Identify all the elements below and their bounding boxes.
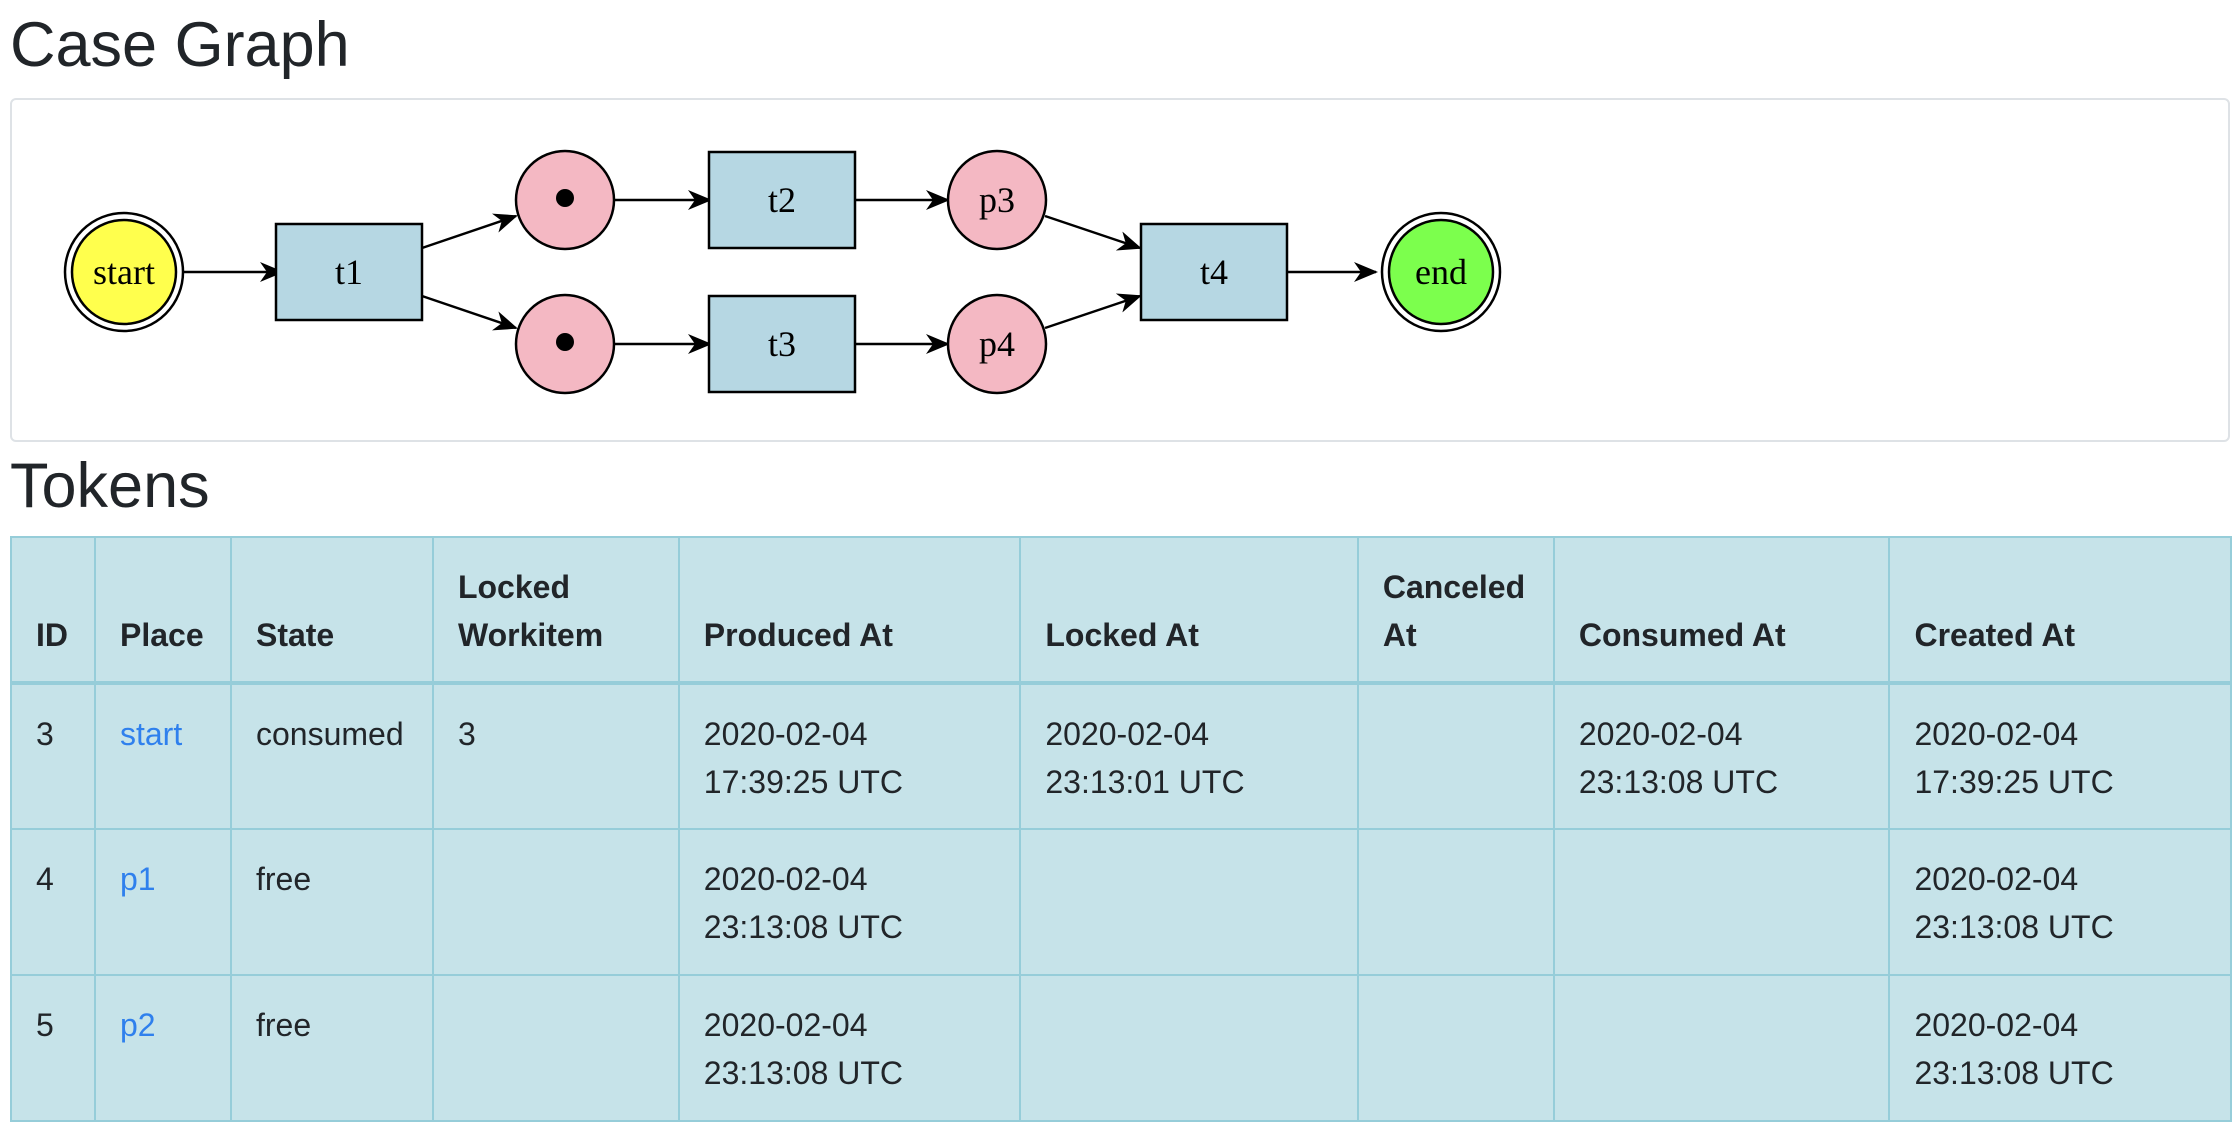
- cell-line: 2020-02-04: [703, 861, 868, 897]
- place-p3-label: p3: [979, 180, 1015, 220]
- cell-place: p1: [93, 828, 232, 976]
- place-p4-label: p4: [979, 324, 1015, 364]
- place-p4[interactable]: p4: [946, 293, 1048, 395]
- place-link[interactable]: p1: [119, 861, 156, 897]
- cell-line: 2020-02-04: [703, 1007, 868, 1043]
- p1-token: [556, 189, 574, 207]
- column-header: State: [229, 536, 434, 685]
- tokens-heading: Tokens: [10, 451, 210, 521]
- cell-produced-at: 2020-02-04 17:39:25 UTC: [677, 682, 1022, 830]
- petri-net-graph: start t1 t2 t3: [63, 149, 1502, 395]
- column-header: Created At: [1888, 536, 2232, 685]
- column-header: Consumed At: [1552, 536, 1891, 685]
- cell-state: free: [229, 974, 434, 1122]
- edge-p4-t4: [1044, 293, 1142, 330]
- transition-t3[interactable]: t3: [707, 294, 857, 394]
- cell-locked-at: 2020-02-04 23:13:01 UTC: [1019, 682, 1359, 830]
- place-end-label: end: [1415, 252, 1467, 292]
- cell-consumed-at: 2020-02-04 23:13:08 UTC: [1552, 682, 1891, 830]
- cell-line: 23:13:08 UTC: [703, 909, 904, 945]
- cell-line: 17:39:25 UTC: [1914, 764, 2114, 800]
- place-p3[interactable]: p3: [946, 149, 1048, 251]
- cell-consumed-at: [1552, 974, 1891, 1122]
- cell-locked-workitem: 3: [431, 682, 680, 830]
- column-header: Canceled At: [1356, 536, 1555, 685]
- transition-t3-label: t3: [768, 324, 796, 364]
- cell-produced-at: 2020-02-04 23:13:08 UTC: [677, 828, 1022, 976]
- column-header: ID: [10, 536, 96, 685]
- cell-locked-workitem: [431, 974, 680, 1122]
- place-end[interactable]: end: [1380, 211, 1502, 333]
- cell-line: 2020-02-04: [703, 716, 868, 752]
- cell-line: 23:13:08 UTC: [1578, 764, 1779, 800]
- cell-id: 3: [10, 682, 96, 830]
- cell-state: consumed: [229, 682, 434, 830]
- case-graph-panel: start t1 t2 t3: [10, 98, 2230, 442]
- case-graph-heading: Case Graph: [10, 10, 350, 80]
- place-p2[interactable]: [514, 293, 616, 395]
- cell-line: 2020-02-04: [1914, 1007, 2079, 1043]
- transition-t4[interactable]: t4: [1139, 222, 1289, 322]
- cell-place: start: [93, 682, 232, 830]
- edge-t1-p1: [421, 213, 518, 250]
- column-header: Locked At: [1019, 536, 1359, 685]
- column-header: Produced At: [677, 536, 1022, 685]
- cell-line: 23:13:08 UTC: [703, 1055, 904, 1091]
- cell-line: 2020-02-04: [1914, 716, 2079, 752]
- transition-t2-label: t2: [768, 180, 796, 220]
- cell-place: p2: [93, 974, 232, 1122]
- transition-t1-label: t1: [335, 252, 363, 292]
- cell-locked-at: [1019, 974, 1359, 1122]
- cell-consumed-at: [1552, 828, 1891, 976]
- cell-line: 2020-02-04: [1578, 716, 1743, 752]
- edge-p3-t4: [1044, 214, 1142, 251]
- cell-state: free: [229, 828, 434, 976]
- cell-id: 4: [10, 828, 96, 976]
- cell-line: 23:13:08 UTC: [1914, 1055, 2114, 1091]
- cell-canceled-at: [1356, 682, 1555, 830]
- cell-produced-at: 2020-02-04 23:13:08 UTC: [677, 974, 1022, 1122]
- graph-edges: [182, 190, 1378, 354]
- cell-id: 5: [10, 974, 96, 1122]
- transition-t4-label: t4: [1200, 252, 1228, 292]
- place-link[interactable]: p2: [119, 1007, 156, 1043]
- place-start[interactable]: start: [63, 211, 185, 333]
- place-p1[interactable]: [514, 149, 616, 251]
- cell-locked-workitem: [431, 828, 680, 976]
- cell-line: 17:39:25 UTC: [703, 764, 904, 800]
- cell-line: 23:13:01 UTC: [1045, 764, 1245, 800]
- transition-t1[interactable]: t1: [274, 222, 424, 322]
- column-header: Place: [93, 536, 232, 685]
- cell-locked-at: [1019, 828, 1359, 976]
- cell-line: 2020-02-04: [1914, 861, 2079, 897]
- cell-canceled-at: [1356, 828, 1555, 976]
- cell-canceled-at: [1356, 974, 1555, 1122]
- edge-t1-p2: [421, 294, 518, 331]
- place-link[interactable]: start: [119, 716, 183, 752]
- cell-line: 23:13:08 UTC: [1914, 909, 2114, 945]
- cell-created-at: 2020-02-04 23:13:08 UTC: [1888, 974, 2232, 1122]
- column-header: Locked Workitem: [431, 536, 680, 685]
- p2-token: [556, 333, 574, 351]
- place-start-label: start: [93, 252, 155, 292]
- transition-t2[interactable]: t2: [707, 150, 857, 250]
- cell-created-at: 2020-02-04 23:13:08 UTC: [1888, 828, 2232, 976]
- cell-line: 2020-02-04: [1045, 716, 1210, 752]
- cell-created-at: 2020-02-04 17:39:25 UTC: [1888, 682, 2232, 830]
